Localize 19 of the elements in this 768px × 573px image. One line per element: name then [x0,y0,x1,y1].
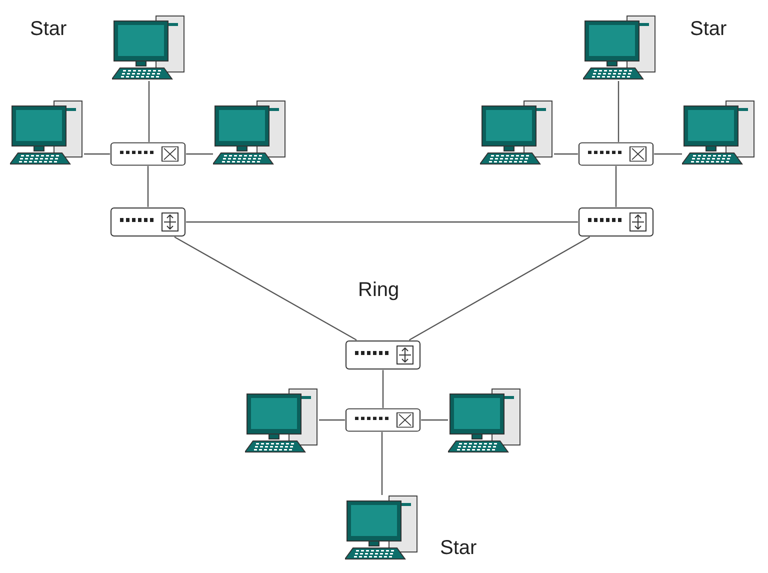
network-link [554,153,578,155]
network-link [421,419,448,421]
network-link [148,81,150,142]
network-link [174,236,357,341]
network-link [618,81,620,142]
topology-label: Star [440,536,477,561]
network-link [654,153,682,155]
network-link [408,236,590,341]
network-link [382,370,384,408]
network-link [615,166,617,207]
network-link [147,166,149,207]
topology-label: Star [690,17,727,42]
network-link [186,153,213,155]
topology-label: Ring [358,278,400,303]
topology-label: Star [30,17,67,42]
network-link [319,419,345,421]
network-link [186,221,578,223]
network-link [381,432,383,495]
network-link [84,153,110,155]
